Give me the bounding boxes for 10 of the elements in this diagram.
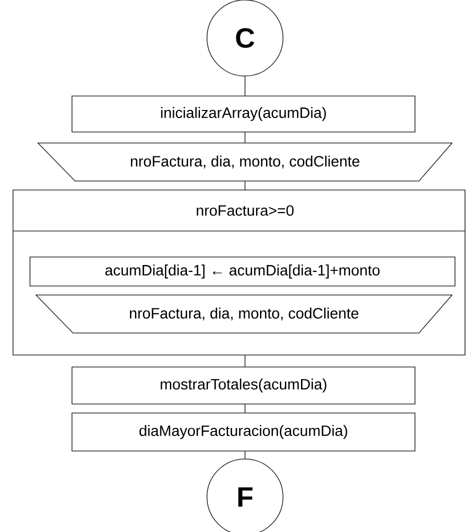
connector-line [244, 180, 246, 190]
connector-line [244, 76, 246, 96]
process-box: mostrarTotales(acumDia) [72, 366, 416, 404]
connector-line [244, 404, 246, 414]
process-box: acumDia[dia-1] ← acumDia[dia-1]+monto [30, 256, 456, 286]
process-box: diaMayorFacturacion(acumDia) [72, 412, 416, 452]
connector-line [244, 354, 246, 368]
connector-line [244, 132, 246, 144]
process-box: inicializarArray(acumDia) [72, 96, 416, 132]
connector-line [244, 450, 246, 460]
